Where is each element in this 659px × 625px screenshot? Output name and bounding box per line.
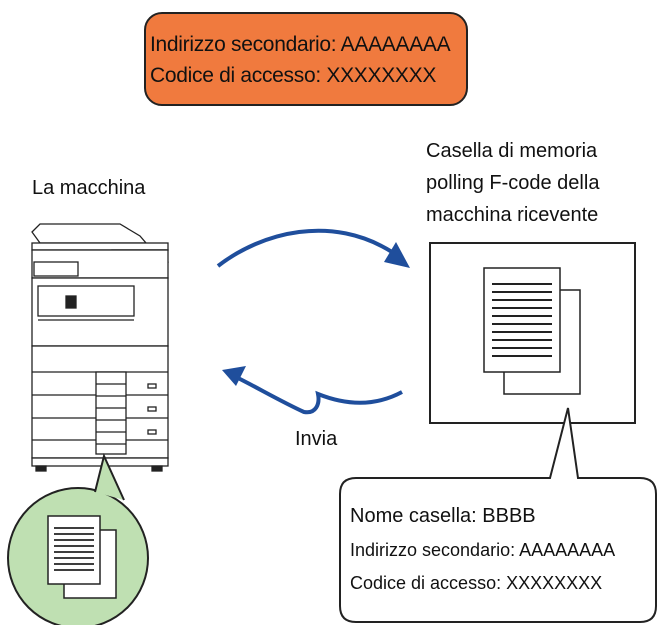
receiver-documents-icon xyxy=(483,267,581,395)
receiver-label-line1: Casella di memoria xyxy=(426,140,598,162)
top-credentials-box xyxy=(144,12,468,106)
mailbox-info-bubble xyxy=(339,407,657,623)
machine-label: La macchina xyxy=(32,177,146,199)
printer-icon xyxy=(31,223,169,472)
request-arrow xyxy=(216,228,410,268)
mailbox-name: Nome casella: BBBB xyxy=(350,505,536,527)
mailbox-access-code: Codice di accesso: XXXXXXXX xyxy=(350,573,603,593)
receiver-label-line3: macchina ricevente xyxy=(426,204,599,226)
send-label: Invia xyxy=(295,428,338,450)
top-box-access-code: Codice di accesso: XXXXXXXX xyxy=(150,64,437,87)
send-arrow xyxy=(222,366,403,415)
machine-documents-icon xyxy=(47,515,117,599)
mailbox-secondary-address: Indirizzo secondario: AAAAAAAA xyxy=(350,540,616,560)
receiver-label-line2: polling F-code della xyxy=(426,172,600,194)
top-box-secondary-address: Indirizzo secondario: AAAAAAAA xyxy=(150,33,451,56)
